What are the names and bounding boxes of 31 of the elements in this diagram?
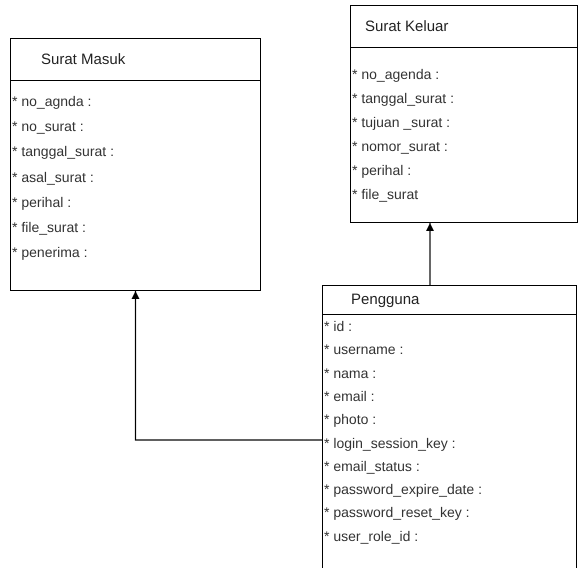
attribute-text: * tanggal_surat :: [352, 90, 454, 106]
attribute-text: * user_role_id :: [324, 528, 418, 544]
entity-title: Surat Keluar: [365, 18, 448, 34]
attribute-text: * penerima :: [12, 244, 88, 260]
attribute-text: * password_expire_date :: [324, 481, 482, 498]
attribute-text: * no_agenda :: [352, 66, 440, 82]
entity-title: Pengguna: [351, 291, 420, 308]
attribute-text: * perihal :: [352, 162, 412, 178]
attribute-text: * nama :: [324, 364, 376, 381]
attribute-text: * no_agnda :: [12, 93, 92, 109]
arrow: [132, 291, 322, 441]
attribute-text: * nomor_surat :: [352, 138, 448, 154]
entity-box: [10, 38, 261, 291]
attribute-text: * photo :: [324, 411, 376, 428]
attribute-text: * id :: [324, 318, 352, 334]
attribute-text: * asal_surat :: [12, 168, 94, 185]
attribute-text: * email_status :: [324, 458, 420, 474]
attribute-text: * username :: [324, 341, 404, 358]
attribute-text: * no_surat :: [12, 118, 84, 134]
attribute-text: * password_reset_key :: [324, 504, 470, 520]
attribute-text: * tanggal_surat :: [12, 143, 114, 160]
attribute-text: * perihal :: [12, 194, 72, 210]
attribute-text: * file_surat :: [12, 219, 86, 235]
attribute-text: * email :: [324, 388, 375, 404]
attribute-text: * login_session_key :: [324, 434, 456, 450]
entity-box: [322, 285, 577, 568]
attribute-text: * file_surat: [352, 186, 418, 202]
entity-title: Surat Masuk: [41, 50, 126, 68]
attribute-text: * tujuan _surat :: [352, 114, 450, 130]
arrow: [426, 223, 434, 285]
entity-box: [350, 5, 578, 223]
